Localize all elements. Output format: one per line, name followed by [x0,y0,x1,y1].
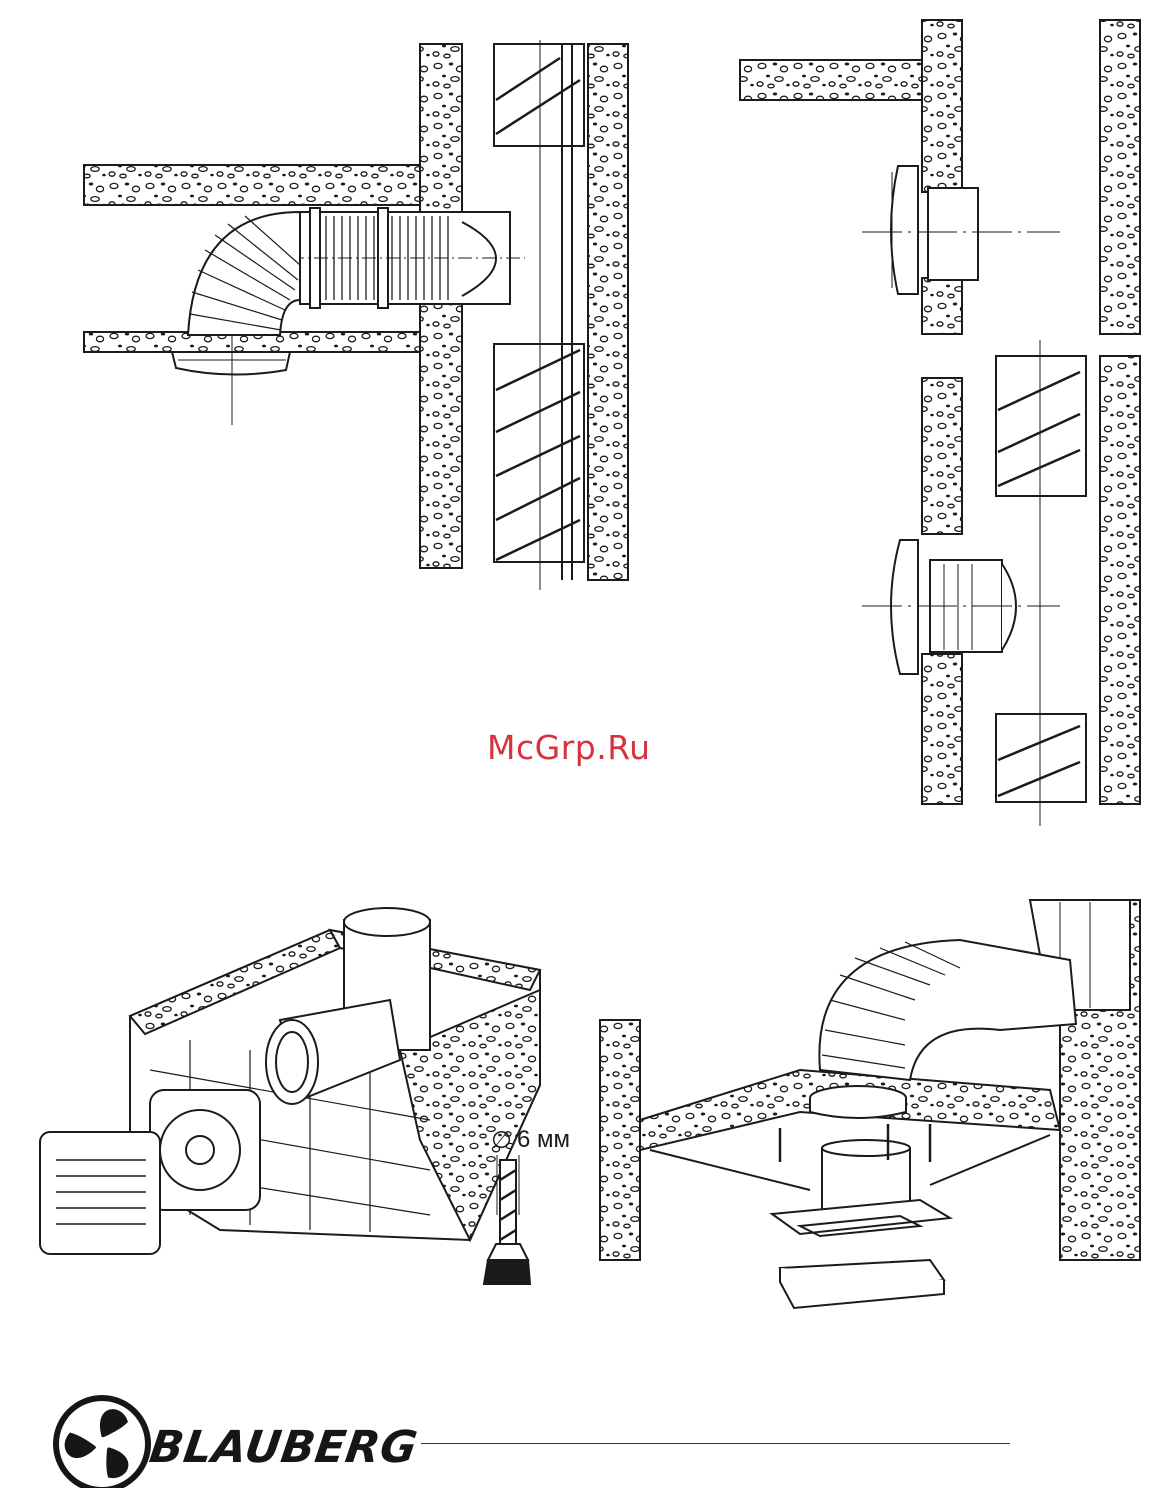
diagram-isometric-ceiling [600,900,1140,1308]
diagram-wall-through [740,20,1140,334]
drill-size-label: 6 мм [517,1126,570,1154]
diameter-symbol: ∅ [491,1126,512,1154]
diagram-ceiling-duct-shaft [84,40,628,590]
diagram-wall-shaft [862,340,1140,826]
brand-name: BLAUBERG [146,1422,420,1473]
footer-divider [421,1443,1010,1444]
diagram-isometric-wall [40,908,540,1284]
watermark-text: McGrp.Ru [487,728,651,767]
fan-logo-icon [56,1398,148,1488]
